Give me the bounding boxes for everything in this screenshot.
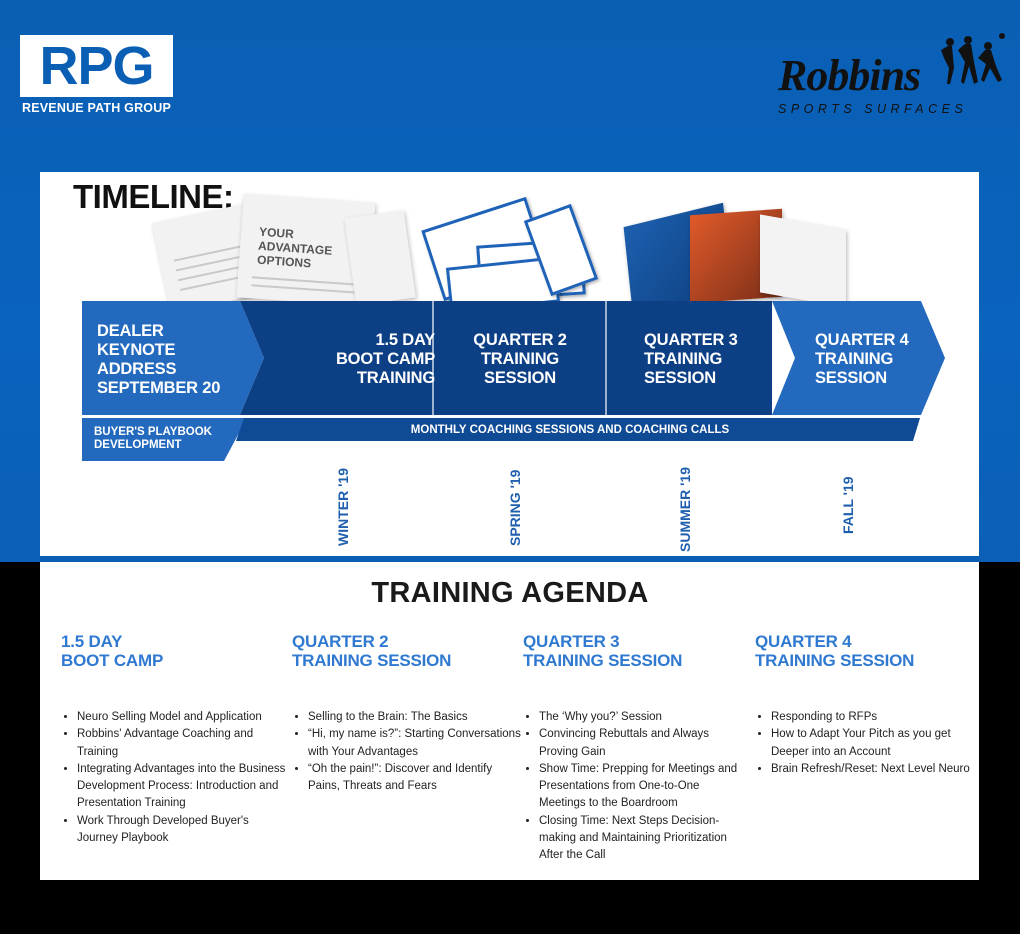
agenda-panel bbox=[40, 562, 979, 880]
list-item: Responding to RFPs bbox=[771, 709, 981, 726]
timeline-arrows bbox=[82, 301, 945, 461]
list-item: The ‘Why you?’ Session bbox=[539, 709, 749, 726]
season-label-spring: SPRING '19 bbox=[507, 469, 523, 546]
agenda-list-quarter-2: Selling to the Brain: The Basics “Hi, my… bbox=[292, 709, 526, 795]
agenda-list-boot-camp: Neuro Selling Model and Application Robb… bbox=[61, 709, 287, 847]
list-item: How to Adapt Your Pitch as you get Deepe… bbox=[771, 726, 981, 761]
agenda-heading-quarter-3: QUARTER 3 TRAINING SESSION bbox=[523, 632, 683, 670]
sub-band-coaching bbox=[236, 418, 920, 441]
list-item: Brain Refresh/Reset: Next Level Neuro bbox=[771, 761, 981, 778]
season-label-fall: FALL '19 bbox=[840, 476, 856, 534]
stage-arrow-quarter-4 bbox=[772, 301, 945, 415]
season-label-summer: SUMMER '19 bbox=[677, 466, 693, 552]
list-item: “Oh the pain!”: Discover and Identify Pa… bbox=[308, 761, 526, 796]
robbins-logo: Robbins SPORTS SURFACES bbox=[778, 33, 1008, 125]
stage-band-dark bbox=[240, 301, 772, 415]
stage-label-quarter-3: QUARTER 3 TRAINING SESSION bbox=[644, 331, 738, 387]
list-item: “Hi, my name is?”: Starting Conversation… bbox=[308, 726, 526, 761]
rpg-logo: RPG REVENUE PATH GROUP bbox=[20, 35, 173, 120]
robbins-logo-subtitle: SPORTS SURFACES bbox=[778, 102, 968, 116]
agenda-list-quarter-4: Responding to RFPs How to Adapt Your Pit… bbox=[755, 709, 981, 778]
sub-label-coaching: MONTHLY COACHING SESSIONS AND COACHING C… bbox=[410, 424, 730, 436]
list-item: Work Through Developed Buyer's Journey P… bbox=[77, 813, 287, 848]
agenda-title: TRAINING AGENDA bbox=[371, 577, 649, 609]
robbins-logo-name: Robbins bbox=[778, 51, 921, 100]
sub-arrow-playbook bbox=[82, 418, 247, 461]
rpg-logo-mark: RPG bbox=[20, 35, 173, 97]
panel-divider bbox=[40, 556, 979, 562]
list-item: Robbins' Advantage Coaching and Training bbox=[77, 726, 287, 761]
agenda-heading-quarter-2: QUARTER 2 TRAINING SESSION bbox=[292, 632, 452, 670]
list-item: Selling to the Brain: The Basics bbox=[308, 709, 526, 726]
list-item: Convincing Rebuttals and Always Proving … bbox=[539, 726, 749, 761]
stage-label-quarter-4: QUARTER 4 TRAINING SESSION bbox=[815, 331, 909, 387]
list-item: Integrating Advantages into the Business… bbox=[77, 761, 287, 813]
stage-arrow-dealer-keynote bbox=[82, 301, 264, 415]
rpg-logo-subtitle: REVENUE PATH GROUP bbox=[22, 101, 171, 115]
stage-label-dealer-keynote: DEALER KEYNOTE ADDRESS SEPTEMBER 20 bbox=[97, 322, 221, 397]
list-item: Show Time: Prepping for Meetings and Pre… bbox=[539, 761, 749, 813]
agenda-list-quarter-3: The ‘Why you?’ Session Convincing Rebutt… bbox=[523, 709, 749, 865]
timeline-title: TIMELINE: bbox=[73, 178, 234, 215]
season-label-winter: WINTER '19 bbox=[335, 467, 351, 546]
list-item: Closing Time: Next Steps Decision-making… bbox=[539, 813, 749, 865]
stage-label-boot-camp: 1.5 DAY BOOT CAMP TRAINING bbox=[335, 331, 435, 387]
agenda-heading-boot-camp: 1.5 DAY BOOT CAMP bbox=[61, 632, 164, 670]
agenda-heading-quarter-4: QUARTER 4 TRAINING SESSION bbox=[755, 632, 915, 670]
sub-label-playbook: BUYER'S PLAYBOOK DEVELOPMENT bbox=[94, 426, 212, 451]
stage-label-quarter-2: QUARTER 2 TRAINING SESSION bbox=[473, 331, 567, 387]
athletes-icon bbox=[941, 33, 1005, 84]
list-item: Neuro Selling Model and Application bbox=[77, 709, 287, 726]
